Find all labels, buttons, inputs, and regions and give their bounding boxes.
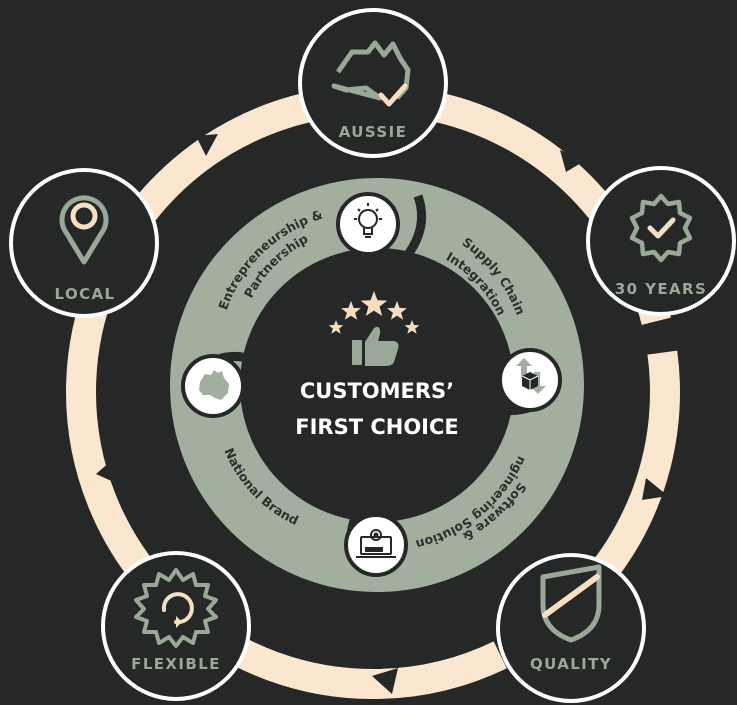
gear-refresh-icon bbox=[134, 568, 218, 648]
refresh-arrow-icon bbox=[161, 592, 194, 625]
node-quality-label: QUALITY bbox=[530, 655, 612, 673]
laptop-gear-icon bbox=[356, 529, 396, 558]
node-flexible: FLEXIBLE bbox=[101, 551, 251, 701]
refresh-arrow-head bbox=[176, 616, 182, 628]
segment-supply-chain bbox=[498, 348, 562, 412]
ring-notch bbox=[196, 134, 218, 156]
thumbs-up-icon bbox=[352, 326, 399, 366]
node-30-years: 30 YEARS bbox=[586, 166, 736, 316]
location-pin-icon bbox=[59, 195, 109, 265]
node-local-label: LOCAL bbox=[55, 285, 116, 303]
package-arrows-icon bbox=[516, 358, 546, 394]
ring-notch bbox=[372, 668, 398, 694]
pin-dot bbox=[70, 202, 98, 230]
check-icon bbox=[647, 217, 676, 239]
node-quality: QUALITY bbox=[496, 553, 646, 703]
australia-map-icon bbox=[199, 370, 229, 400]
lightbulb-icon bbox=[354, 203, 382, 238]
ring-notch bbox=[642, 478, 668, 500]
node-local: LOCAL bbox=[9, 168, 159, 318]
ring-notch bbox=[560, 150, 586, 172]
badge-check-icon bbox=[629, 193, 693, 263]
center-title-line1: CUSTOMERS’ bbox=[300, 379, 454, 403]
node-30-years-label: 30 YEARS bbox=[615, 280, 707, 298]
star-icon bbox=[328, 291, 420, 334]
ring-notch bbox=[96, 460, 118, 484]
segment-entrepreneurship bbox=[336, 192, 400, 256]
node-flexible-label: FLEXIBLE bbox=[131, 655, 221, 673]
center-emblem: CUSTOMERS’ FIRST CHOICE bbox=[295, 291, 459, 439]
segment-divider bbox=[398, 194, 427, 265]
center-title-line2: FIRST CHOICE bbox=[295, 415, 459, 439]
check-icon bbox=[378, 83, 408, 107]
shield-slash bbox=[542, 574, 600, 618]
segment-software bbox=[344, 513, 408, 577]
segment-national-brand bbox=[181, 354, 245, 418]
node-aussie: AUSSIE bbox=[298, 8, 448, 158]
australia-check-icon bbox=[331, 40, 411, 101]
node-aussie-label: AUSSIE bbox=[339, 123, 408, 141]
